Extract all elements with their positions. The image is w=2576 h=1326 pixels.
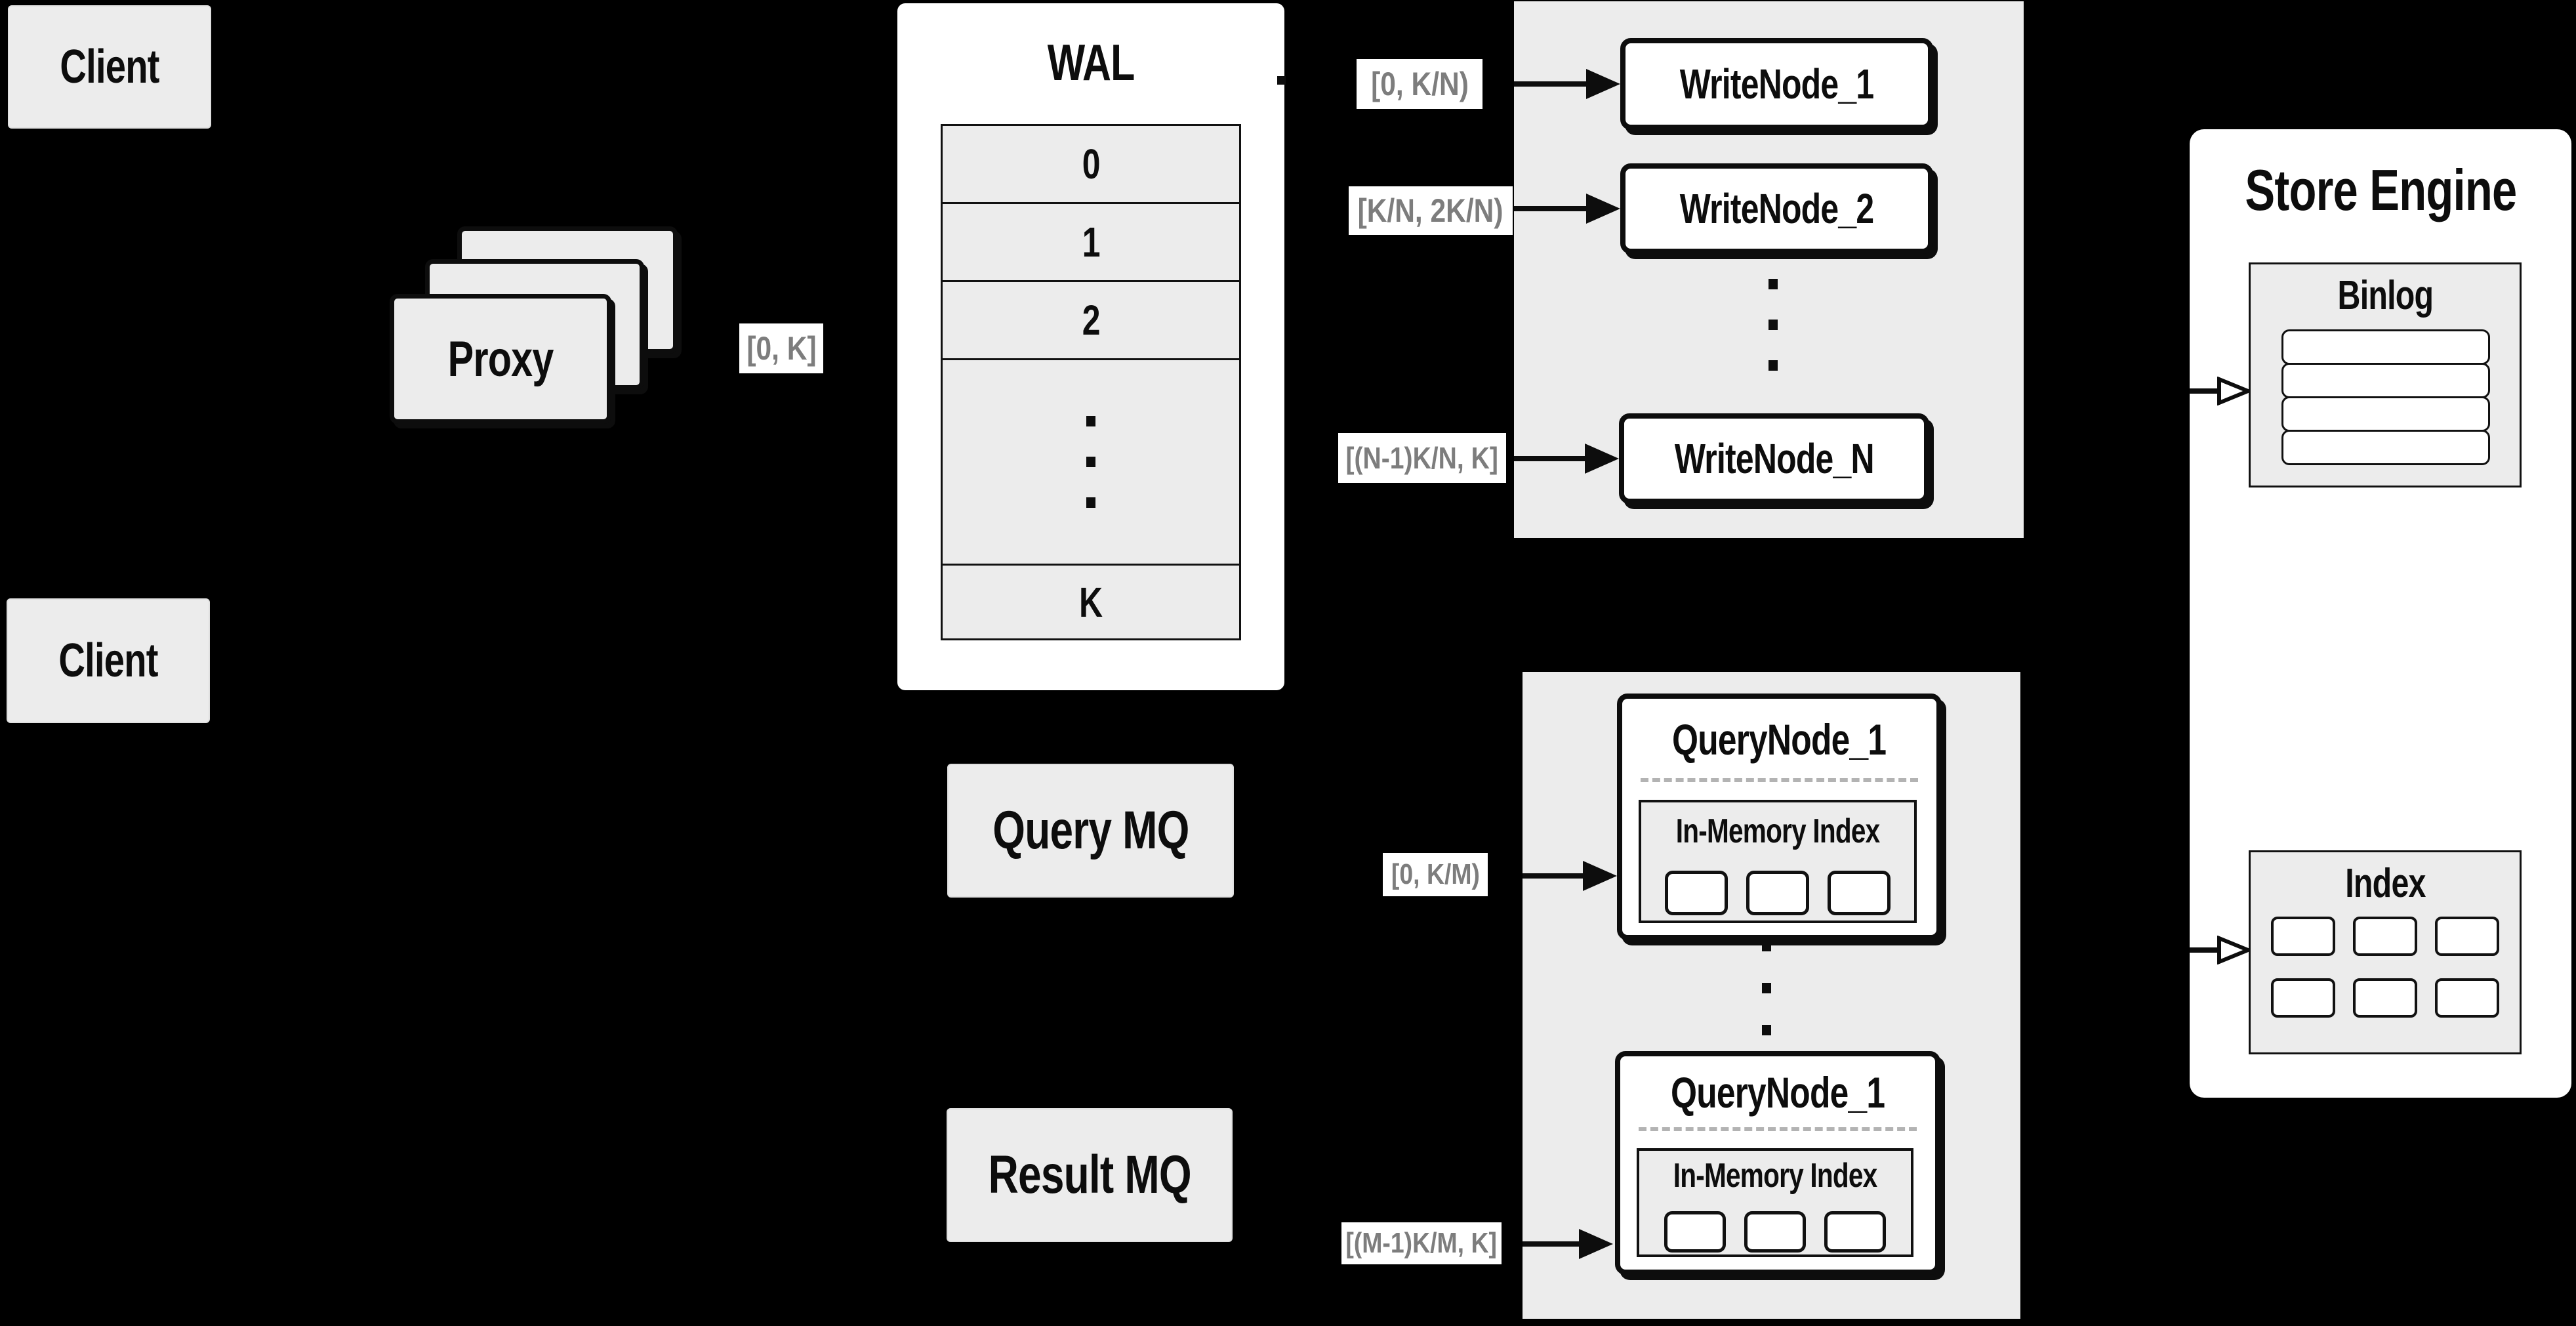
index-cell xyxy=(2435,917,2499,956)
result-mq-box: Result MQ xyxy=(947,1108,1233,1242)
proxy-label: Proxy xyxy=(447,331,554,387)
index-box: Index xyxy=(2249,850,2522,1054)
wal-title-area: WAL xyxy=(897,3,1284,121)
index-cells-row-1 xyxy=(2251,917,2520,956)
arrowhead xyxy=(1579,1229,1613,1259)
open-arrowhead xyxy=(2217,377,2250,405)
write-node-1-box: WriteNode_1 xyxy=(1620,38,1933,130)
index-segment xyxy=(1828,871,1891,915)
arrow-to-index xyxy=(2190,936,2250,964)
client-bottom-box: Client xyxy=(7,598,210,723)
query-node-bottom-title-area: QueryNode_1 xyxy=(1670,1068,1885,1117)
query-node-bottom-box: QueryNode_1 In-Memory Index xyxy=(1615,1051,1940,1275)
arrow-to-write-node-2 xyxy=(1514,194,1620,224)
arrow-to-write-node-n xyxy=(1514,444,1619,474)
query-mq-box: Query MQ xyxy=(947,764,1234,898)
index-segment xyxy=(1824,1211,1886,1253)
wal-cell-0: 0 xyxy=(941,124,1241,204)
store-engine-title-area: Store Engine xyxy=(2245,157,2517,222)
in-memory-index-bottom-cells xyxy=(1639,1211,1911,1253)
flow-label-write-1: [0, K/N) xyxy=(1357,59,1482,109)
binlog-box: Binlog xyxy=(2249,262,2522,487)
index-cell xyxy=(2353,917,2417,956)
ellipsis-dots xyxy=(1086,416,1095,508)
wal-cell-ellipsis xyxy=(941,358,1241,566)
index-title-area: Index xyxy=(2344,860,2426,906)
proxy-box-front: Proxy xyxy=(390,294,611,424)
query-node-ellipsis-dots xyxy=(1762,941,1771,1035)
store-engine-box: Store Engine Binlog Index xyxy=(2190,129,2571,1098)
index-segment xyxy=(1744,1211,1806,1253)
in-memory-index-bottom-box: In-Memory Index xyxy=(1637,1148,1913,1257)
flow-label-write-n: [(N-1)K/N, K] xyxy=(1338,433,1506,483)
binlog-row xyxy=(2281,430,2490,465)
arrow-to-query-node-bottom xyxy=(1523,1229,1613,1259)
in-memory-index-bottom-title-area: In-Memory Index xyxy=(1673,1157,1877,1195)
binlog-row xyxy=(2281,363,2490,398)
arrow-to-write-node-1 xyxy=(1514,69,1620,99)
client-bottom-label: Client xyxy=(58,634,158,687)
wal-connector-tick xyxy=(1277,76,1286,85)
binlog-rows xyxy=(2281,329,2490,465)
open-arrowhead xyxy=(2217,936,2250,964)
write-node-ellipsis-dots xyxy=(1768,279,1778,371)
wal-title: WAL xyxy=(1047,33,1135,91)
binlog-title-area: Binlog xyxy=(2337,272,2434,318)
in-memory-index-top-cells xyxy=(1641,871,1914,915)
index-segment xyxy=(1665,871,1728,915)
index-cells-row-2 xyxy=(2251,978,2520,1018)
index-cell xyxy=(2353,978,2417,1018)
index-cell xyxy=(2271,917,2335,956)
wal-cells: 0 1 2 K xyxy=(941,124,1241,640)
query-node-top-box: QueryNode_1 In-Memory Index xyxy=(1617,694,1942,940)
client-top-box: Client xyxy=(8,5,211,129)
in-memory-index-top-box: In-Memory Index xyxy=(1639,800,1917,923)
client-top-label: Client xyxy=(60,41,159,93)
query-node-top-title-area: QueryNode_1 xyxy=(1672,715,1887,764)
arrow-to-binlog xyxy=(2190,377,2250,405)
index-segment xyxy=(1746,871,1809,915)
arrowhead xyxy=(1586,194,1620,224)
in-memory-index-top-title-area: In-Memory Index xyxy=(1675,812,1880,850)
wal-box: WAL 0 1 2 K xyxy=(897,3,1284,690)
index-cell xyxy=(2435,978,2499,1018)
wal-cell-2: 2 xyxy=(941,280,1241,360)
flow-label-query-1: [0, K/M) xyxy=(1383,853,1488,896)
dashed-divider xyxy=(1641,778,1918,782)
flow-label-proxy-to-wal: [0, K] xyxy=(739,323,823,373)
arrow-to-query-node-top xyxy=(1523,861,1617,891)
arrowhead xyxy=(1583,861,1617,891)
binlog-row xyxy=(2281,396,2490,432)
flow-label-write-2: [K/N, 2K/N) xyxy=(1349,186,1513,235)
arrowhead xyxy=(1586,69,1620,99)
dashed-divider xyxy=(1639,1127,1917,1131)
arrowhead xyxy=(1585,444,1619,474)
binlog-row xyxy=(2281,329,2490,365)
index-segment xyxy=(1664,1211,1726,1253)
flow-label-query-m: [(M-1)K/M, K] xyxy=(1341,1222,1502,1264)
index-cell xyxy=(2271,978,2335,1018)
wal-cell-k: K xyxy=(941,564,1241,640)
write-node-n-box: WriteNode_N xyxy=(1619,413,1929,504)
wal-cell-1: 1 xyxy=(941,202,1241,282)
write-node-2-box: WriteNode_2 xyxy=(1620,163,1933,254)
